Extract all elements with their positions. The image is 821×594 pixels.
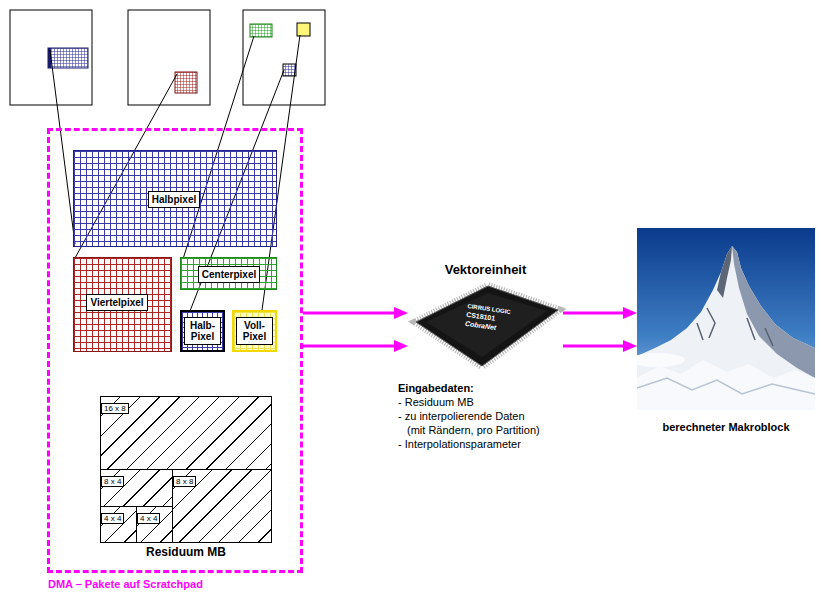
reference-block	[283, 64, 296, 76]
reference-block	[297, 23, 310, 36]
partition-label: 4 x 4	[101, 513, 124, 524]
pixel-block: Halb- Pixel	[180, 310, 225, 352]
data-flow-arrow	[563, 312, 631, 315]
mountain-photo	[629, 228, 815, 410]
mountain-photo	[637, 228, 815, 410]
block-label: Halb- Pixel	[184, 317, 221, 345]
partition-box: 4 x 4	[136, 506, 173, 543]
pixel-block: Centerpixel	[180, 257, 277, 290]
frame-picture	[243, 10, 325, 105]
reference-block	[175, 72, 197, 93]
chip-photo	[416, 286, 558, 366]
mountain-photo	[637, 360, 815, 410]
reference-block	[250, 24, 272, 37]
partition-label: 8 x 4	[101, 476, 124, 487]
input-list: Eingabedaten:- Residuum MB- zu interpoli…	[398, 381, 543, 451]
partition-label: 16 x 8	[101, 403, 129, 414]
frame-picture	[128, 10, 210, 105]
region-title: DMA – Pakete auf Scratchpad	[48, 578, 298, 591]
mountain-photo	[637, 246, 815, 410]
image-caption: berechneter Makroblock	[637, 421, 815, 434]
chip-marking: CobraNet	[464, 319, 508, 334]
partition-box: 8 x 8	[172, 469, 272, 543]
residual-macroblock: Residuum MB16 x 88 x 48 x 84 x 44 x 4	[100, 396, 272, 543]
partition-box: 4 x 4	[100, 506, 137, 543]
mountain-photo	[717, 246, 732, 298]
mountain-photo	[629, 353, 685, 367]
block-label: Voll- Pixel	[236, 317, 273, 345]
mountain-photo	[637, 378, 815, 394]
list-item: - zu interpolierende Daten (mit Rändern,…	[398, 409, 543, 437]
block-label: Centerpixel	[198, 266, 260, 283]
data-flow-arrow	[563, 345, 631, 348]
mountain-photo	[732, 246, 815, 378]
mountain-photo	[697, 308, 773, 346]
dma-region: DMA – Pakete auf ScratchpadHalbpixelVier…	[47, 128, 303, 573]
partition-box: 16 x 8	[100, 396, 272, 470]
list-heading: Eingabedaten:	[398, 381, 543, 395]
chip-photo	[416, 286, 558, 366]
data-flow-arrow	[303, 345, 402, 348]
data-flow-arrow	[303, 312, 402, 315]
leader-line	[50, 50, 75, 244]
pixel-block: Halbpixel	[73, 150, 277, 247]
chip-photo	[416, 286, 558, 366]
list-item: - Interpolationsparameter	[398, 437, 543, 451]
list-item: - Residuum MB	[398, 395, 543, 409]
result-macroblock: berechneter Makroblock	[637, 228, 815, 440]
pixel-block: Voll- Pixel	[232, 310, 277, 352]
unit-title: Vektoreinheit	[408, 262, 563, 278]
pixel-block: Viertelpixel	[73, 257, 172, 352]
reference-block	[48, 48, 88, 68]
partition-label: 8 x 8	[173, 476, 196, 487]
reference-block	[48, 23, 310, 93]
chip-marking-group: CIRRUS LOGICCS18101CobraNet	[464, 302, 511, 334]
block-label: Halbpixel	[148, 191, 200, 208]
partition-box: 8 x 4	[100, 469, 173, 507]
partition-label: 4 x 4	[137, 513, 160, 524]
block-label: Viertelpixel	[86, 294, 147, 311]
chip-photo	[426, 293, 547, 357]
block-title: Residuum MB	[101, 545, 271, 559]
